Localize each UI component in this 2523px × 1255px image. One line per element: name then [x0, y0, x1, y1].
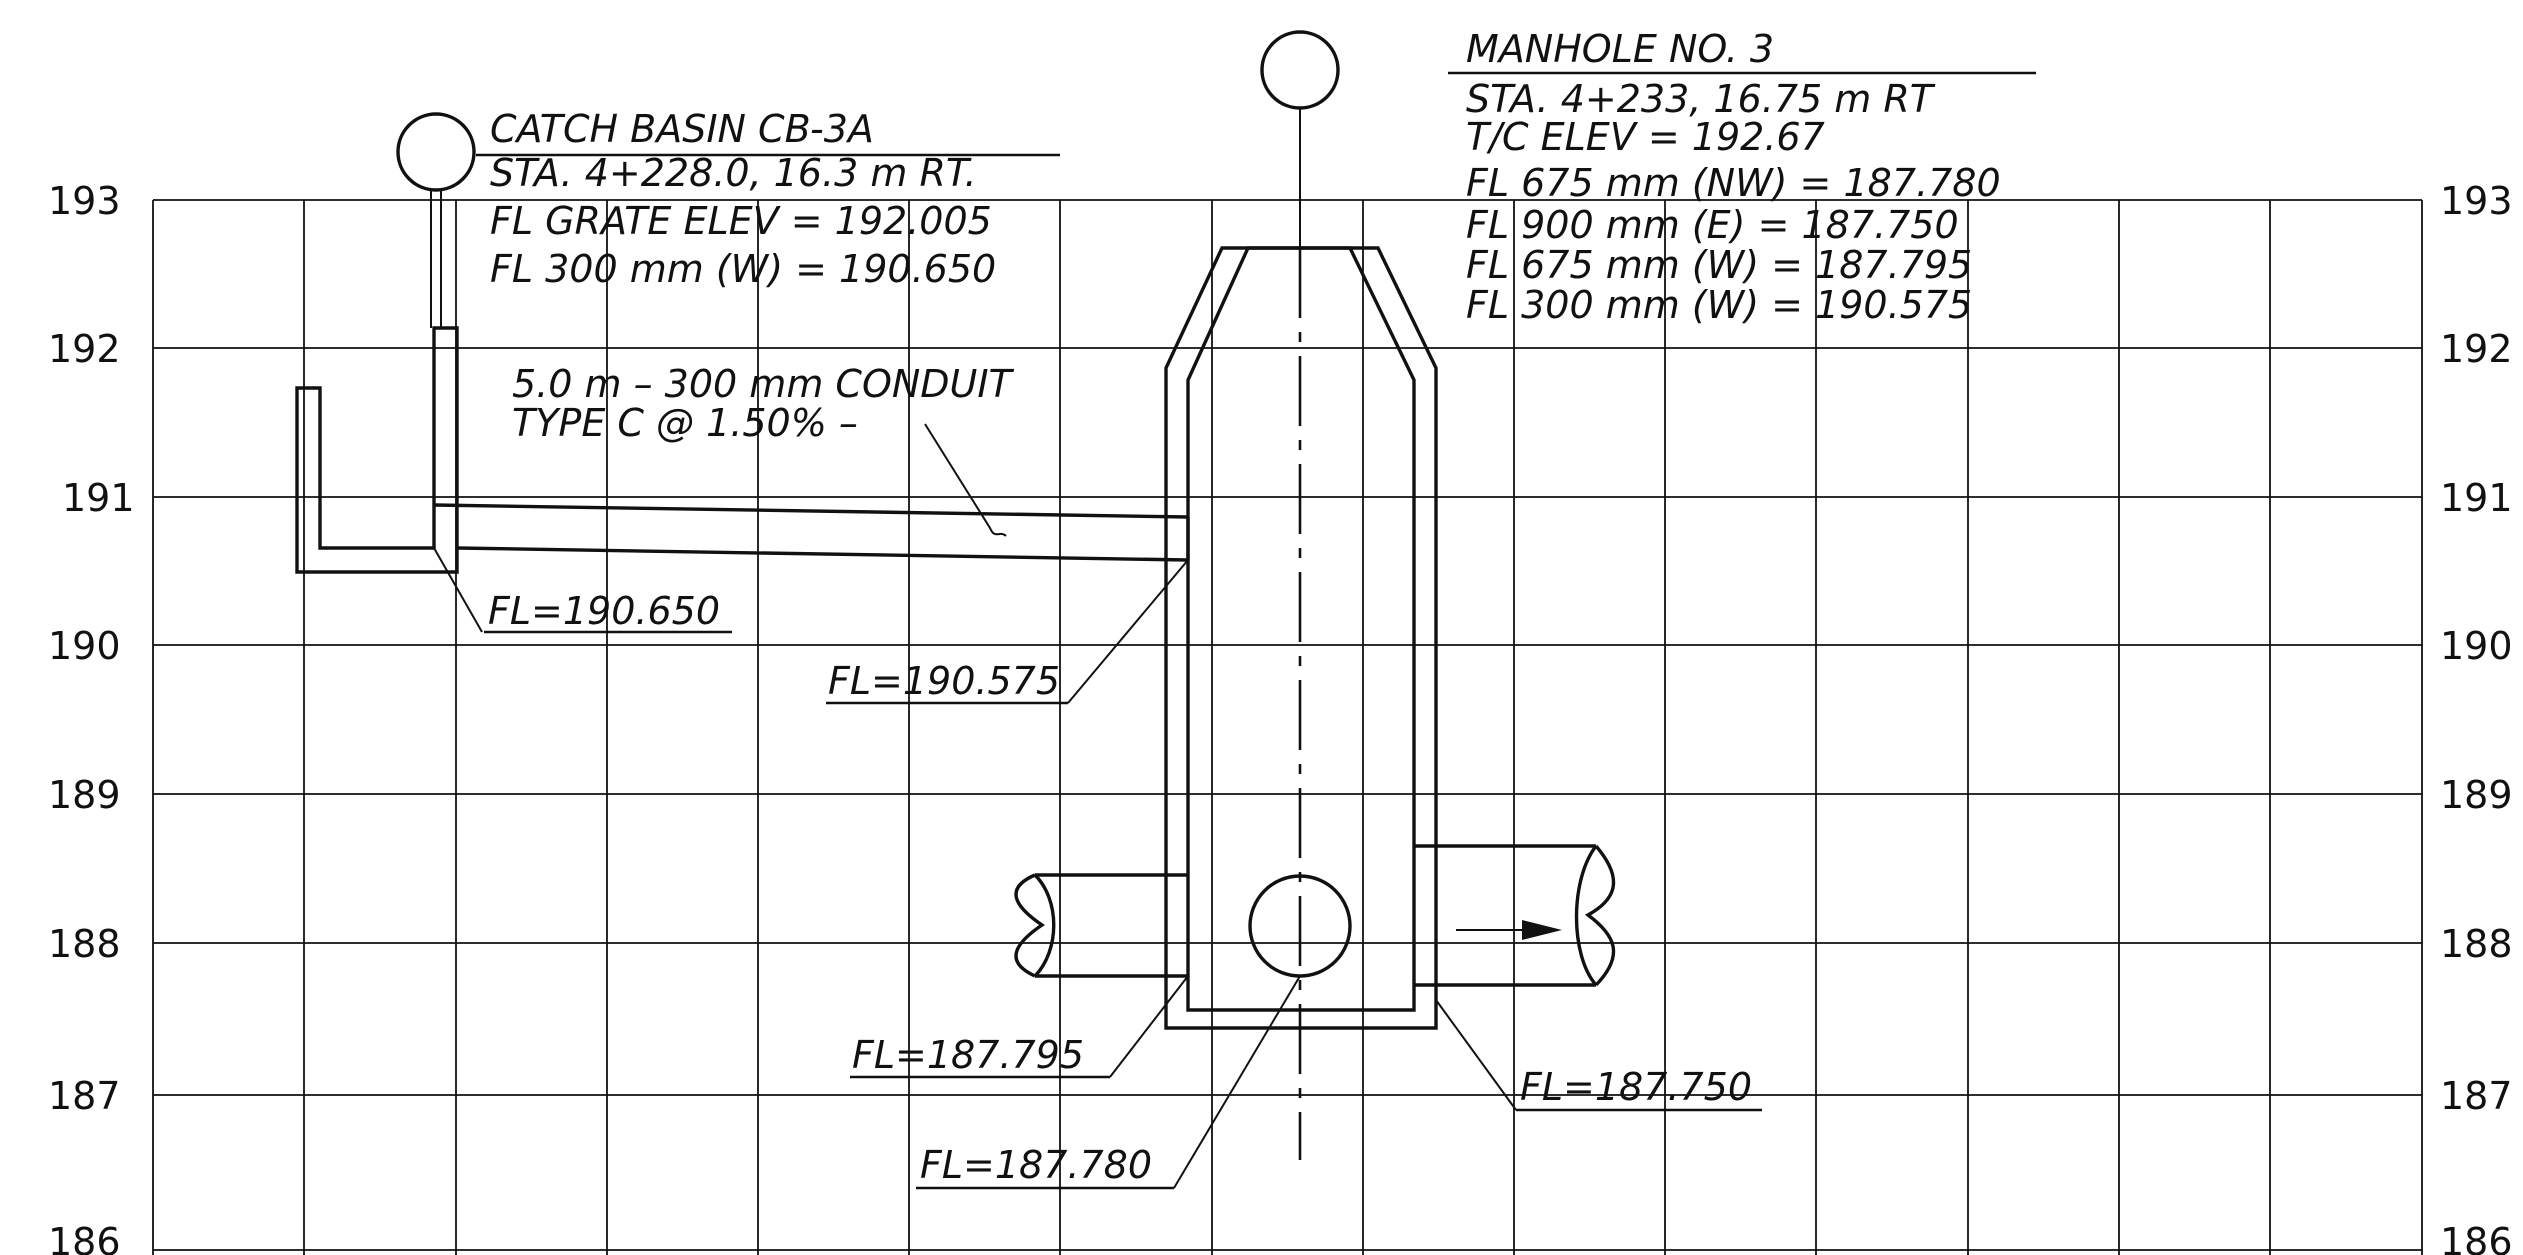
manhole-title: MANHOLE NO. 3: [1466, 27, 1774, 71]
manhole-fl-nw: FL 675 mm (NW) = 187.780: [1466, 161, 2001, 205]
right-label-193: 193: [2440, 179, 2513, 223]
manhole-marker-icon: [1260, 30, 1340, 110]
left-label-192: 192: [48, 327, 121, 371]
catch-basin-fl-west: FL 300 mm (W) = 190.650: [490, 247, 996, 291]
right-label-191: 191: [2440, 476, 2513, 520]
catch-basin-grate-elev: FL GRATE ELEV = 192.005: [490, 199, 992, 243]
east-pipe: [1414, 844, 1616, 987]
right-label-187: 187: [2440, 1074, 2513, 1118]
catch-basin-title: CATCH BASIN CB-3A: [490, 107, 874, 151]
elevation-grid: [152, 199, 2423, 1255]
right-label-189: 189: [2440, 773, 2513, 817]
callout-fl-190650: FL=190.650: [488, 589, 720, 633]
left-label-189: 189: [48, 773, 121, 817]
right-label-188: 188: [2440, 922, 2513, 966]
left-label-188: 188: [48, 922, 121, 966]
conduit-label: 5.0 m – 300 mm CONDUIT TYPE C @ 1.50% –: [512, 362, 1015, 537]
manhole-station: STA. 4+233, 16.75 m RT: [1466, 77, 1936, 121]
right-label-190: 190: [2440, 624, 2513, 668]
catch-basin-notes: CATCH BASIN CB-3A STA. 4+228.0, 16.3 m R…: [476, 107, 1060, 291]
callout-fl-190575: FL=190.575: [828, 659, 1060, 703]
fl-callouts: FL=190.650 FL=190.575 FL=187.795 FL=187.…: [433, 547, 1762, 1190]
left-label-187: 187: [48, 1074, 121, 1118]
west-pipe: [1014, 873, 1188, 978]
right-elevation-labels: 193 192 191 190 189 188 187 186: [2440, 179, 2513, 1255]
manhole-fl-e: FL 900 mm (E) = 187.750: [1466, 203, 1959, 247]
left-elevation-labels: 193 192 191 190 189 188 187 186: [48, 179, 135, 1255]
callout-fl-187795: FL=187.795: [852, 1033, 1084, 1077]
catch-basin: [295, 112, 476, 574]
left-label-191: 191: [62, 476, 135, 520]
conduit-label-line1: 5.0 m – 300 mm CONDUIT: [512, 362, 1015, 406]
catch-basin-marker-icon: [396, 112, 476, 192]
right-label-186: 186: [2440, 1220, 2513, 1255]
manhole-notes: MANHOLE NO. 3 STA. 4+233, 16.75 m RT T/C…: [1448, 27, 2036, 327]
callout-fl-187780: FL=187.780: [920, 1143, 1152, 1187]
left-label-186: 186: [48, 1220, 121, 1255]
manhole-structure: [1164, 30, 1438, 1160]
catch-basin-station: STA. 4+228.0, 16.3 m RT.: [490, 151, 977, 195]
right-label-192: 192: [2440, 327, 2513, 371]
left-label-190: 190: [48, 624, 121, 668]
conduit-label-line2: TYPE C @ 1.50% –: [512, 401, 858, 445]
manhole-fl-w300: FL 300 mm (W) = 190.575: [1466, 283, 1972, 327]
manhole-tc-elev: T/C ELEV = 192.67: [1466, 115, 1825, 159]
left-label-193: 193: [48, 179, 121, 223]
flow-arrowhead-icon: [1522, 920, 1562, 940]
callout-fl-187750: FL=187.750: [1520, 1065, 1752, 1109]
conduit-pipe: [433, 503, 1190, 562]
manhole-fl-w: FL 675 mm (W) = 187.795: [1466, 243, 1972, 287]
